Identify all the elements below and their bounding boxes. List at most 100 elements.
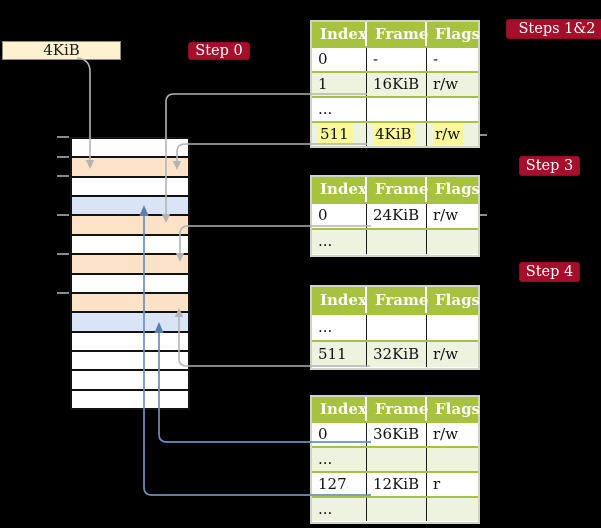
table-cell: - (367, 48, 427, 71)
memory-frame-row-white (72, 274, 188, 294)
table-cell: 12KiB (367, 473, 427, 496)
column-header: Frame (367, 397, 428, 421)
badge-step-4-label: Step 4 (525, 264, 574, 280)
table-cell: r/w (433, 345, 459, 363)
table-cell: 1 (312, 73, 367, 96)
table-cell: 16KiB (367, 73, 427, 96)
page-size-box: 4KiB (2, 41, 121, 60)
table-cell: 127 (312, 473, 367, 496)
memory-frame-row-orange (72, 255, 188, 275)
table-cell: 36KiB (367, 423, 427, 446)
table-cell: r/w (433, 206, 459, 224)
badge-step-0-label: Step 0 (195, 43, 243, 59)
stack-tick-mark (57, 136, 69, 138)
column-header: Index (312, 287, 367, 313)
table-cell (367, 230, 427, 254)
table-cell (427, 448, 478, 471)
column-header: Index (312, 177, 367, 202)
memory-frame-row-orange (72, 216, 188, 236)
table-cell (427, 315, 478, 340)
column-header: Frame (367, 22, 428, 46)
table-cell: ... (312, 498, 367, 521)
memory-frame-row-white (72, 390, 188, 409)
table-cell: ... (312, 98, 367, 121)
table-row: ... (312, 446, 478, 471)
table-cell: r/w (427, 123, 478, 146)
stack-tick-mark (57, 292, 69, 294)
memory-frame-row-white (72, 177, 188, 198)
table-cell: 0 (312, 423, 367, 446)
table-cell: r/w (433, 425, 459, 443)
table-row: 511 4KiB r/w (312, 121, 478, 146)
table-cell: 0 (312, 204, 367, 228)
table-cell: r/w (433, 75, 459, 93)
highlighted-value: 4KiB (373, 124, 416, 145)
table-cell (367, 498, 427, 521)
physical-memory-stack (70, 137, 190, 410)
table-cell: ... (312, 448, 367, 471)
table-row: ... (312, 96, 478, 121)
badge-step-3: Step 3 (519, 156, 580, 176)
table-cell: ... (312, 230, 367, 254)
table-cell: r (433, 475, 441, 493)
highlighted-value: 511 (318, 124, 353, 145)
table-cell (367, 98, 427, 121)
table-cell: 32KiB (367, 342, 427, 367)
highlighted-value: r/w (433, 124, 465, 145)
memory-frame-row-blue (72, 313, 188, 333)
memory-frame-row-white (72, 139, 188, 159)
memory-frame-row-white (72, 371, 188, 391)
column-header: Frame (367, 287, 428, 313)
column-header: Flags (435, 400, 480, 418)
memory-frame-row-orange (72, 293, 188, 314)
table-cell: 511 (312, 342, 367, 367)
column-header: Frame (367, 177, 428, 202)
badge-step-0: Step 0 (188, 42, 250, 60)
column-header: Index (312, 397, 367, 421)
table-row: ... (312, 313, 478, 340)
column-header: Flags (435, 25, 480, 43)
stack-tick-mark (57, 214, 69, 216)
column-header: Flags (435, 180, 480, 198)
memory-frame-row-blue (72, 197, 188, 217)
memory-frame-row-orange (72, 158, 188, 178)
memory-frame-row-white (72, 332, 188, 352)
table-row: ... (312, 228, 478, 254)
table-cell: 0 (312, 48, 367, 71)
table-cell (367, 448, 427, 471)
stack-tick-mark (57, 175, 69, 177)
stack-tick-mark (57, 253, 69, 255)
column-header: Index (312, 22, 367, 46)
table-cell: 4KiB (367, 123, 427, 146)
badge-step-3-label: Step 3 (525, 158, 574, 174)
table-cell (427, 98, 478, 121)
memory-frame-row-white (72, 235, 188, 256)
table-cell (427, 498, 478, 521)
table-row: ... (312, 496, 478, 521)
table-cell (367, 315, 427, 340)
table-row: 0-- (312, 46, 478, 71)
badge-step-4: Step 4 (519, 262, 580, 282)
table-cell (427, 230, 478, 254)
table-cell: 511 (312, 123, 367, 146)
table-cell: ... (312, 315, 367, 340)
table-cell: - (433, 50, 439, 68)
badge-steps-1-2-label: Steps 1&2 (518, 21, 596, 37)
column-header: Flags (435, 291, 480, 309)
badge-steps-1-2: Steps 1&2 (506, 19, 601, 39)
stack-tick-mark (57, 156, 69, 158)
